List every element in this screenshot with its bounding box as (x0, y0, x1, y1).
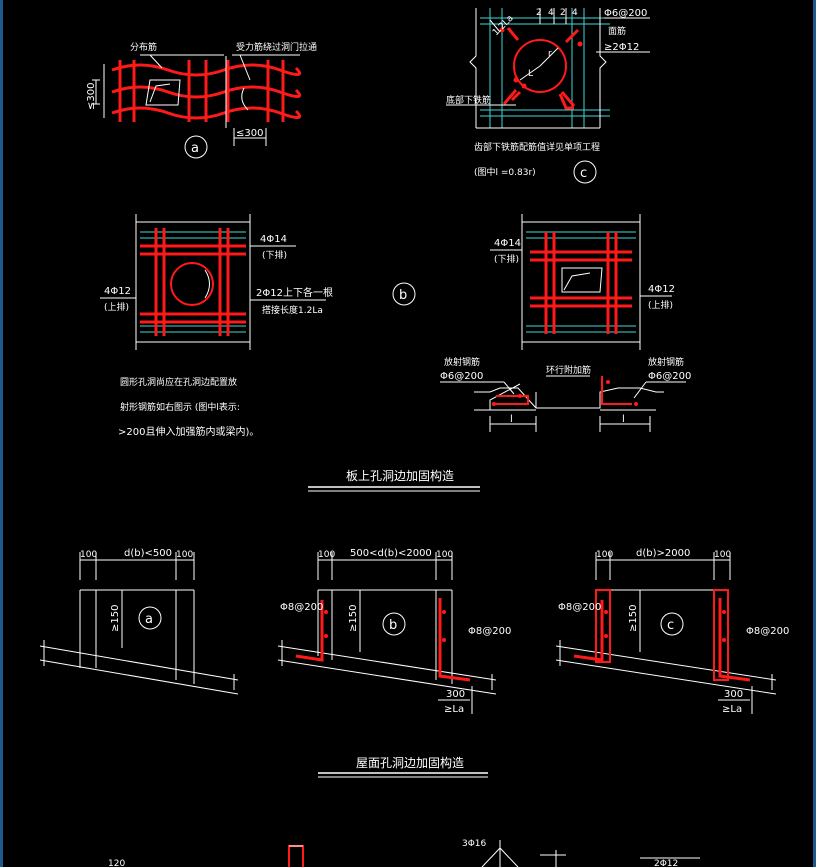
detail-a-tag-circle (184, 135, 208, 159)
detail-c-r2: ≥2Φ12 (604, 42, 639, 53)
roof-c-dim-l: 100 (596, 550, 613, 560)
roof-b-dim-bot: 300 (446, 689, 465, 700)
roof-b-right: Φ8@200 (468, 626, 511, 637)
roof-detail-a: 100 d(b)<500 100 ≥150 a (39, 548, 239, 695)
detail-b-left-side-sub: (上排) (104, 301, 129, 313)
detail-c-r1b: 面筋 (608, 25, 626, 37)
roof-c-right: Φ8@200 (746, 626, 789, 637)
roof-c-tag-circle (660, 612, 684, 636)
section-dim-l-right: l (622, 414, 625, 425)
detail-a: 分布筋 受力筋绕过洞门拉通 ≤300 ≤300 a (86, 41, 317, 159)
detail-b-right-top: 4Φ14 (494, 238, 521, 249)
detail-c-top-2: 4 (548, 8, 554, 18)
detail-b-tag-circle (392, 282, 416, 306)
roof-a-vert: ≥150 (110, 605, 121, 632)
detail-a-dim-bottom: ≤300 (236, 128, 263, 139)
section-left-label2: Φ6@200 (440, 371, 483, 382)
roof-c-dim-bot: 300 (724, 689, 743, 700)
roof-b-tag: b (389, 618, 397, 633)
roof-c-dim-m: d(b)>2000 (636, 548, 690, 559)
roof-b-dim-r: 100 (436, 550, 453, 560)
roof-b-dim-m: 500<d(b)<2000 (350, 548, 432, 559)
detail-c-top-3: 2 (560, 8, 566, 18)
detail-b-left-top-sub: (下排) (262, 249, 287, 261)
roof-c-left: Φ8@200 (558, 602, 601, 613)
slab-sections: 放射钢筋 Φ6@200 环行附加筋 放射钢筋 Φ6@200 l l (440, 356, 691, 432)
bottom-t2: 3Φ16 (462, 839, 487, 849)
roof-b-left: Φ8@200 (280, 602, 323, 613)
detail-c-r3: 底部下铁筋 (446, 94, 491, 106)
detail-c-top-1: 2 (536, 8, 542, 18)
section-left-label1: 放射钢筋 (444, 356, 480, 368)
detail-b-note1: 圆形孔洞尚应在孔洞边配置放 (120, 376, 237, 388)
bottom-t1: 120 (108, 859, 125, 867)
roof-b-dim-l: 100 (318, 550, 335, 560)
window-frame-right (813, 0, 816, 867)
detail-c: 2 4 2 4 Φ6@200 面筋 ≥2Φ12 底部下铁筋 1.2La L r … (446, 8, 650, 184)
detail-c-note2: (图中l =0.83r) (474, 166, 536, 178)
roof-c-dim-la: ≥La (722, 704, 742, 715)
detail-b-tag: b (399, 288, 407, 303)
roof-section-title: 屋面孔洞边加固构造 (356, 755, 464, 770)
roof-b-tag-circle (382, 612, 406, 636)
roof-a-dim-l: 100 (80, 550, 97, 560)
detail-b-left-right1: 2Φ12上下各一根 (256, 286, 333, 299)
detail-b-right-side-sub: (上排) (648, 299, 673, 311)
slab-section-title: 板上孔洞边加固构造 (346, 468, 454, 483)
roof-c-dim-r: 100 (714, 550, 731, 560)
roof-b-dim-la: ≥La (444, 704, 464, 715)
detail-c-top-4: 4 (572, 8, 578, 18)
roof-a-dim-r: 100 (176, 550, 193, 560)
section-right-label1: 放射钢筋 (648, 356, 684, 368)
detail-a-label-left: 分布筋 (130, 41, 157, 53)
section-right-label2: Φ6@200 (648, 371, 691, 382)
roof-c-vert: ≥150 (628, 605, 639, 632)
roof-a-tag: a (145, 612, 153, 627)
detail-c-tag-circle (573, 160, 597, 184)
detail-b-left-side: 4Φ12 (104, 286, 131, 297)
section-dim-l-left: l (510, 414, 513, 425)
detail-b-note2: 射形钢筋如右图示 (图中l表示: (120, 401, 240, 413)
detail-a-label-right: 受力筋绕过洞门拉通 (236, 41, 317, 53)
detail-b-right-top-sub: (下排) (494, 253, 519, 265)
detail-b-right: 4Φ14 (下排) 4Φ12 (上排) (490, 214, 675, 350)
roof-detail-c: 100 d(b)>2000 100 ≥150 Φ8@200 Φ8@200 300… (555, 548, 789, 715)
detail-b-right-side: 4Φ12 (648, 284, 675, 295)
roof-a-tag-circle (138, 606, 162, 630)
roof-c-tag: c (667, 618, 674, 633)
detail-c-tag: c (580, 166, 587, 181)
roof-section-title-group: 屋面孔洞边加固构造 (318, 755, 488, 778)
detail-a-dim-left: ≤300 (86, 83, 97, 110)
detail-c-r1: Φ6@200 (604, 8, 647, 19)
detail-a-tag: a (191, 141, 199, 156)
roof-a-dim-m: d(b)<500 (124, 548, 172, 559)
detail-b-note3: >200且伸入加强筋内或梁内)。 (118, 425, 259, 438)
detail-b-left-right2: 搭接长度1.2La (262, 304, 323, 316)
detail-b-left-top: 4Φ14 (260, 234, 287, 245)
window-frame-left (0, 0, 3, 867)
detail-c-dim-r: r (548, 49, 552, 59)
detail-c-dim-l: L (528, 69, 533, 79)
detail-c-note1: 齿部下铁筋配筋值详见单项工程 (474, 141, 600, 153)
roof-b-vert: ≥150 (348, 605, 359, 632)
section-mid-label: 环行附加筋 (546, 364, 591, 376)
bottom-t3: 2Φ12 (654, 859, 678, 867)
roof-detail-b: 100 500<d(b)<2000 100 ≥150 Φ8@200 Φ8@200… (277, 548, 511, 715)
detail-b-left: 4Φ14 (下排) 4Φ12 (上排) 2Φ12上下各一根 搭接长度1.2La … (100, 214, 333, 438)
bottom-partial: 120 3Φ16 2Φ12 (108, 839, 700, 867)
slab-section-title-group: 板上孔洞边加固构造 (308, 468, 480, 492)
